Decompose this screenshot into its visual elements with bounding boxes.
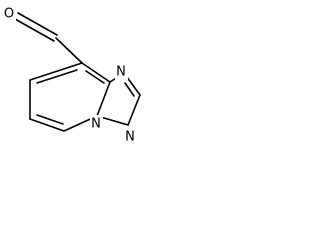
nitrogen-upper-atom-label: N — [116, 65, 126, 80]
oxygen-atom-label: O — [4, 7, 14, 22]
molecule-structure: O N N N — [3, 6, 141, 146]
n-lower-label-bg — [124, 129, 137, 146]
n-bridge-label-bg — [90, 115, 103, 132]
bond-c-o-double-b — [17, 12, 58, 36]
bond-c7-c8 — [29, 62, 83, 81]
bond-c8-c8a — [81, 62, 111, 83]
n-upper-label-bg — [115, 63, 128, 80]
nitrogen-lower-atom-label: N — [125, 130, 135, 145]
bond-cho-ring — [55, 37, 83, 64]
bond-c5-c6 — [29, 118, 65, 132]
nitrogen-bridge-atom-label: N — [91, 117, 101, 132]
bond-n1-c2-inner — [124, 82, 135, 97]
bond-c5-c6-inner — [36, 114, 64, 125]
bond-c8-c8a-inner — [85, 70, 105, 84]
bond-c2-n3 — [127, 94, 141, 126]
bond-c7-c8-inner — [36, 69, 78, 84]
bond-c-o-double-a — [14, 18, 55, 42]
oxygen-label-bg — [3, 6, 16, 23]
bond-c8a-n4 — [96, 81, 111, 117]
